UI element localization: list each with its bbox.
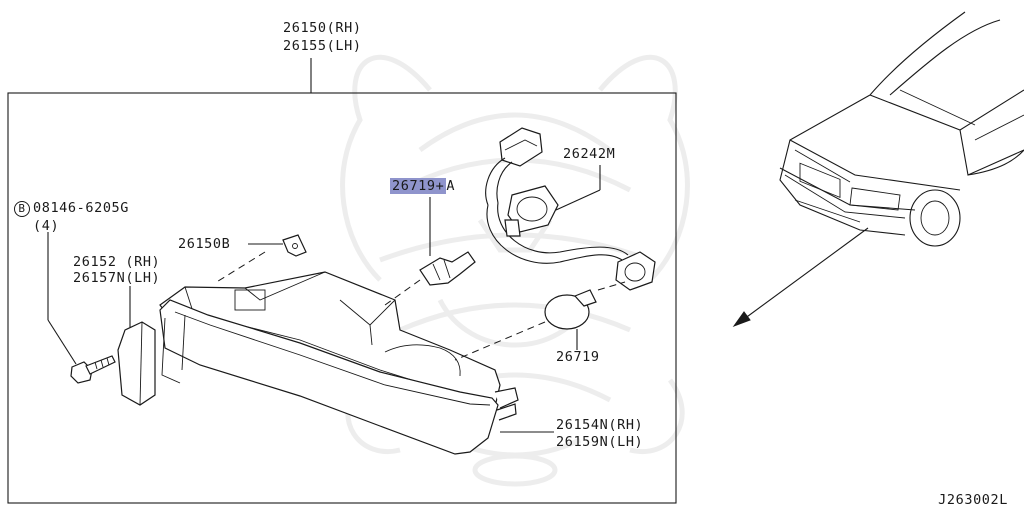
assembly-lh-label: 26155(LH) xyxy=(283,38,362,54)
wire-harness-part xyxy=(485,127,656,291)
bulb-suffix: A xyxy=(446,178,456,194)
lens-lh-label: 26159N(LH) xyxy=(556,434,644,450)
bolt-prefix-badge: B xyxy=(14,201,30,217)
assembly-rh-label: 26150(RH) xyxy=(283,20,362,36)
assembly-frame xyxy=(7,92,677,504)
vehicle-sketch xyxy=(779,11,1024,247)
lens-rh-label: 26154N(RH) xyxy=(556,417,644,433)
location-arrow xyxy=(732,227,869,328)
bulb-highlighted-label[interactable]: 26719+A xyxy=(390,178,455,194)
bracket-label: 26150B xyxy=(178,236,231,252)
side-lens-rh-label: 26152 (RH) xyxy=(73,254,161,270)
bolt-qty-label: (4) xyxy=(33,218,60,234)
side-marker-lens xyxy=(117,321,156,406)
reference-code: J263002L xyxy=(938,492,1008,508)
harness-label: 26242M xyxy=(563,146,616,162)
highlighted-part-number[interactable]: 26719+ xyxy=(390,178,447,194)
bulb-label: 26719 xyxy=(556,349,600,365)
bolt-part xyxy=(70,355,116,384)
front-lens xyxy=(159,299,499,455)
bulb-socket-part xyxy=(419,251,476,286)
side-lens-lh-label: 26157N(LH) xyxy=(73,270,161,286)
bracket-part xyxy=(282,234,307,257)
bulb-part xyxy=(544,289,597,330)
bolt-part-number: 08146-6205G xyxy=(33,200,130,216)
